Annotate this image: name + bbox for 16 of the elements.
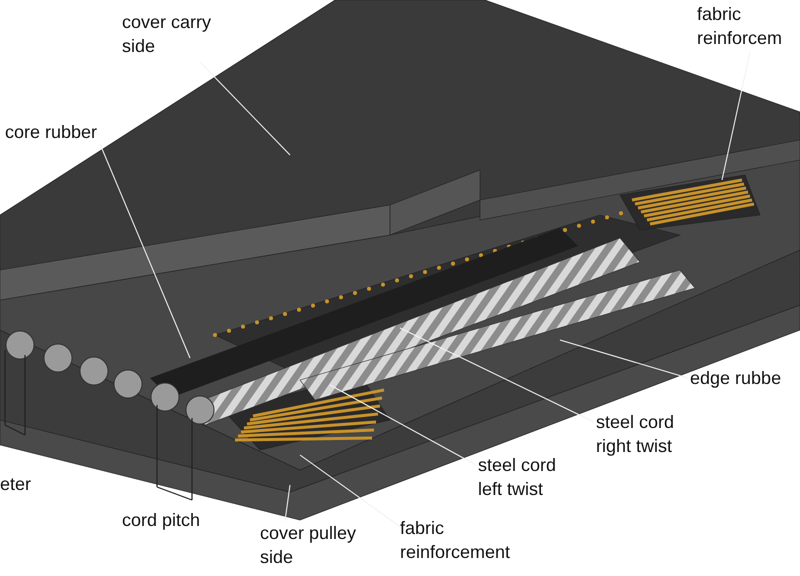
leader-line	[200, 62, 290, 156]
dimension-label: cord pitch	[122, 509, 200, 532]
part-label: cover carry side	[122, 10, 212, 58]
leader-line	[300, 454, 402, 528]
part-label: steel cord left twist	[478, 453, 578, 501]
part-label: steel cord right twist	[596, 410, 706, 458]
leader-line	[284, 484, 290, 522]
part-label: cover pulley side	[260, 521, 360, 569]
part-label: edge rubbe	[690, 366, 798, 390]
part-label: core rubber	[5, 120, 135, 144]
dimension-label: eter	[0, 473, 32, 496]
leader-line	[330, 384, 476, 466]
leader-line	[722, 52, 750, 180]
leader-line	[400, 328, 594, 422]
part-label: fabric reinforcement	[400, 516, 550, 564]
part-label: fabric reinforcem	[697, 2, 797, 50]
